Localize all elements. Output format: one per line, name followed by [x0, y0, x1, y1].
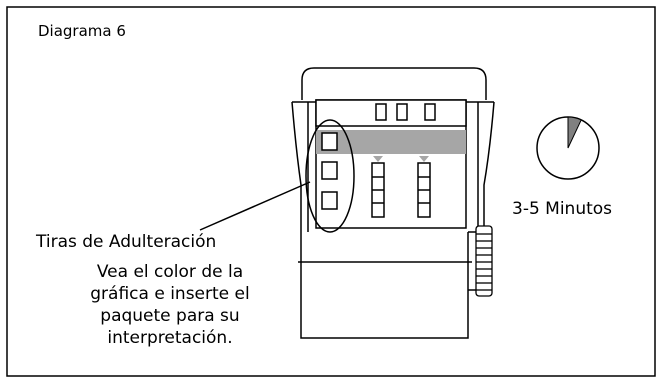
arrow-down-icon [373, 156, 383, 162]
adulteration-square [321, 191, 338, 210]
label-slot [424, 103, 436, 121]
timer-elapsed-wedge [567, 116, 582, 149]
diagram-title: Diagrama 6 [38, 22, 126, 40]
instruction-note: Vea el color de la gráfica e inserte el … [50, 261, 290, 349]
adulteration-square [321, 161, 338, 180]
timer-clock-icon [536, 116, 600, 180]
adulteration-ellipse [305, 119, 355, 233]
label-slot [375, 103, 387, 121]
test-strip [371, 162, 385, 218]
instruction-line: paquete para su [100, 306, 240, 326]
instruction-line: interpretación. [107, 328, 233, 348]
test-strip [417, 162, 431, 218]
callout-line [199, 181, 311, 231]
arrow-down-icon [419, 156, 429, 162]
instruction-line: Vea el color de la [96, 262, 244, 282]
gray-band [316, 130, 466, 154]
ridged-knob [475, 225, 493, 297]
label-slot [396, 103, 408, 121]
adulteration-strips-label: Tiras de Adulteración [36, 232, 217, 252]
label-strip [315, 99, 467, 127]
instruction-line: gráfica e inserte el [90, 284, 250, 304]
adulteration-square [321, 132, 338, 151]
timer-label: 3-5 Minutos [512, 199, 613, 219]
